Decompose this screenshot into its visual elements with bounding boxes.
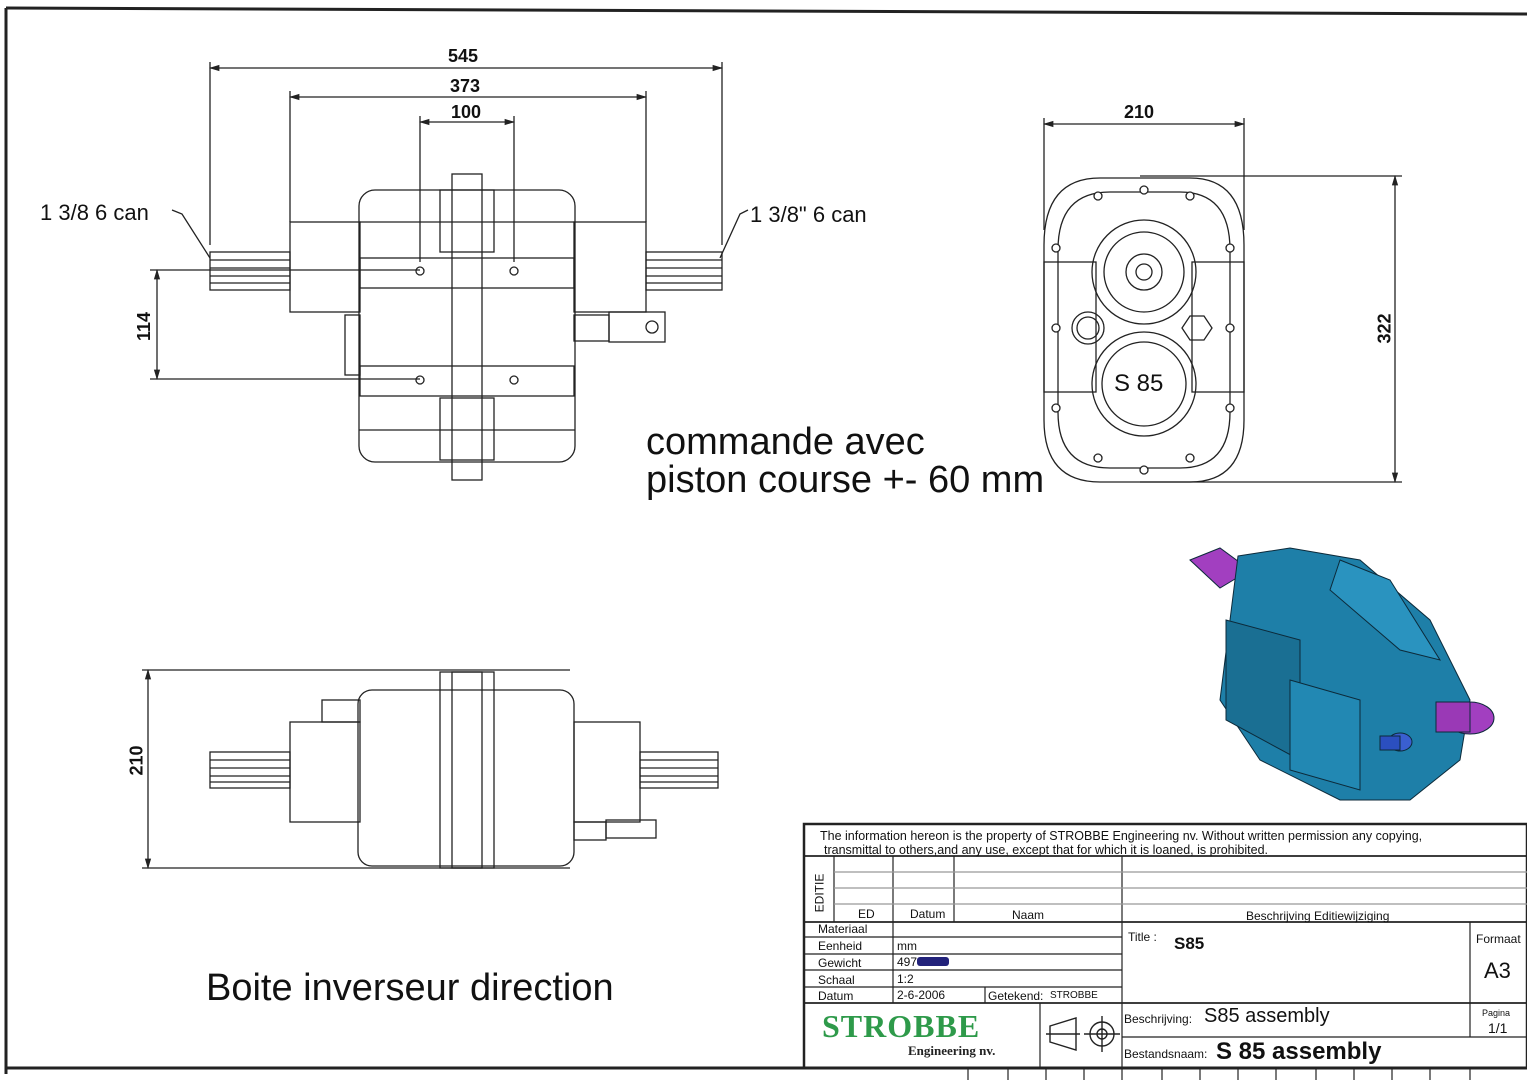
title-value: S85 — [1174, 934, 1205, 953]
row-label-gewicht: Gewicht — [818, 956, 862, 970]
beschrijving-label: Beschrijving: — [1124, 1012, 1193, 1026]
dim-center-distance: 100 — [451, 102, 482, 122]
pagina-label: Pagina — [1482, 1008, 1511, 1018]
end-view — [1042, 118, 1402, 484]
row-label-schaal: Schaal — [818, 973, 855, 987]
formaat-label: Formaat — [1476, 932, 1521, 946]
row-label-datum: Datum — [818, 989, 854, 1003]
note-line-1: commande avec — [646, 421, 925, 463]
drawing-caption: Boite inverseur direction — [206, 967, 614, 1009]
dim-end-width: 210 — [1124, 102, 1155, 122]
front-view — [150, 62, 749, 481]
beschrijving-value: S85 assembly — [1204, 1005, 1330, 1027]
pagina-value: 1/1 — [1488, 1020, 1508, 1036]
dim-top-width: 210 — [126, 745, 147, 776]
bestandsnaam-label: Bestandsnaam: — [1124, 1047, 1208, 1061]
sheet-border-top — [5, 6, 1527, 16]
strobbe-logo: STROBBE — [822, 1008, 981, 1044]
title-block-lines — [802, 822, 1527, 1080]
third-angle-projection-icon — [1046, 1016, 1120, 1052]
notice-line-2: transmittal to others,and any use, excep… — [824, 843, 1268, 857]
rev-header-naam: Naam — [1012, 908, 1045, 922]
dim-overall-length: 545 — [448, 46, 479, 66]
row-label-materiaal: Materiaal — [818, 922, 868, 936]
title-label: Title : — [1128, 930, 1157, 944]
row-label-eenheid: Eenheid — [818, 939, 863, 953]
getekend-value: STROBBE — [1050, 990, 1098, 1001]
dim-housing-length: 373 — [450, 76, 481, 96]
redaction-mark — [917, 957, 949, 966]
row-value-gewicht: 497 — [897, 955, 918, 969]
iso-view — [1189, 547, 1495, 801]
top-view — [142, 668, 719, 870]
editie-label: EDITIE — [812, 873, 827, 913]
left-shaft-label: 1 3/8 6 can — [40, 200, 149, 225]
row-value-schaal: 1:2 — [897, 972, 914, 986]
housing-marking: S 85 — [1114, 370, 1164, 397]
strobbe-logo-subtitle: Engineering nv. — [908, 1043, 996, 1058]
rev-header-datum: Datum — [910, 907, 946, 921]
rev-header-beschrijving: Beschrijving Editiewijziging — [1246, 909, 1390, 923]
getekend-label: Getekend: — [988, 989, 1044, 1003]
row-value-eenheid: mm — [897, 939, 917, 953]
bestandsnaam-value: S 85 assembly — [1216, 1038, 1382, 1065]
dim-end-height: 322 — [1374, 313, 1395, 344]
dim-shaft-height: 114 — [134, 311, 155, 342]
note-line-2: piston course +- 60 mm — [646, 459, 1045, 501]
notice-line-1: The information hereon is the property o… — [820, 829, 1423, 843]
right-shaft-label: 1 3/8" 6 can — [750, 202, 867, 227]
formaat-value: A3 — [1484, 958, 1511, 983]
rev-header-ed: ED — [858, 907, 875, 921]
row-value-datum: 2-6-2006 — [897, 988, 946, 1002]
